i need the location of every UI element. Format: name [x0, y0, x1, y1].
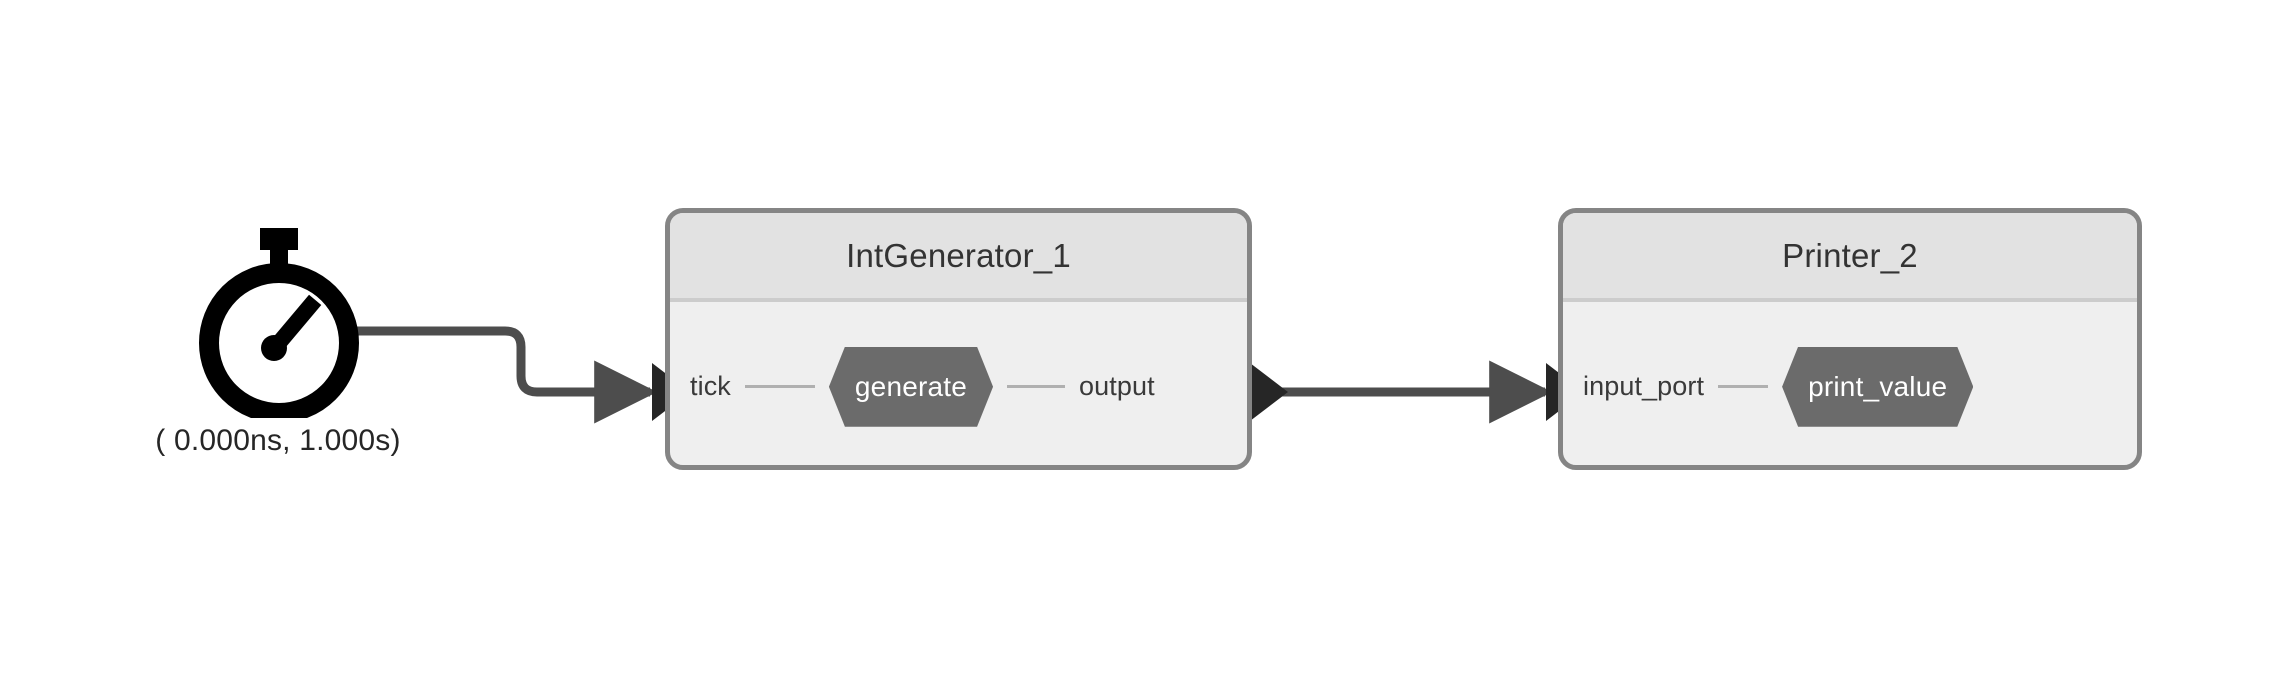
block-body-intgenerator-1: tick generate output	[670, 302, 1247, 465]
flow-row-intgenerator-1: tick generate output	[670, 347, 1247, 427]
port-connector-tick-generate	[744, 385, 815, 389]
port-connector-inputport-printvalue	[1718, 385, 1769, 389]
port-label-input-port[interactable]: input_port	[1583, 371, 1705, 402]
block-header-printer-2: Printer_2	[1563, 213, 2137, 302]
action-print-value[interactable]: print_value	[1782, 347, 1973, 427]
block-intgenerator-1[interactable]: IntGenerator_1 tick generate output	[665, 208, 1252, 470]
action-print-value-label: print_value	[1808, 370, 1948, 402]
clock-source[interactable]: ( 0.000ns, 1.000s)	[155, 228, 401, 488]
port-label-output[interactable]: output	[1079, 371, 1155, 402]
block-title-intgenerator-1: IntGenerator_1	[846, 236, 1071, 274]
block-header-intgenerator-1: IntGenerator_1	[670, 213, 1247, 302]
stopwatch-icon[interactable]	[178, 228, 378, 418]
port-label-tick[interactable]: tick	[690, 371, 731, 402]
block-printer-2[interactable]: Printer_2 input_port print_value	[1558, 208, 2142, 470]
port-connector-generate-output	[1007, 385, 1066, 389]
block-body-printer-2: input_port print_value	[1563, 302, 2137, 465]
edge-clock-to-tick	[352, 326, 658, 424]
block-title-printer-2: Printer_2	[1782, 236, 1918, 274]
clock-source-label: ( 0.000ns, 1.000s)	[155, 424, 401, 457]
port-arrow-output	[1250, 363, 1288, 421]
action-generate-label: generate	[854, 370, 968, 402]
action-generate[interactable]: generate	[829, 347, 993, 427]
flow-row-printer-2: input_port print_value	[1563, 347, 2137, 427]
